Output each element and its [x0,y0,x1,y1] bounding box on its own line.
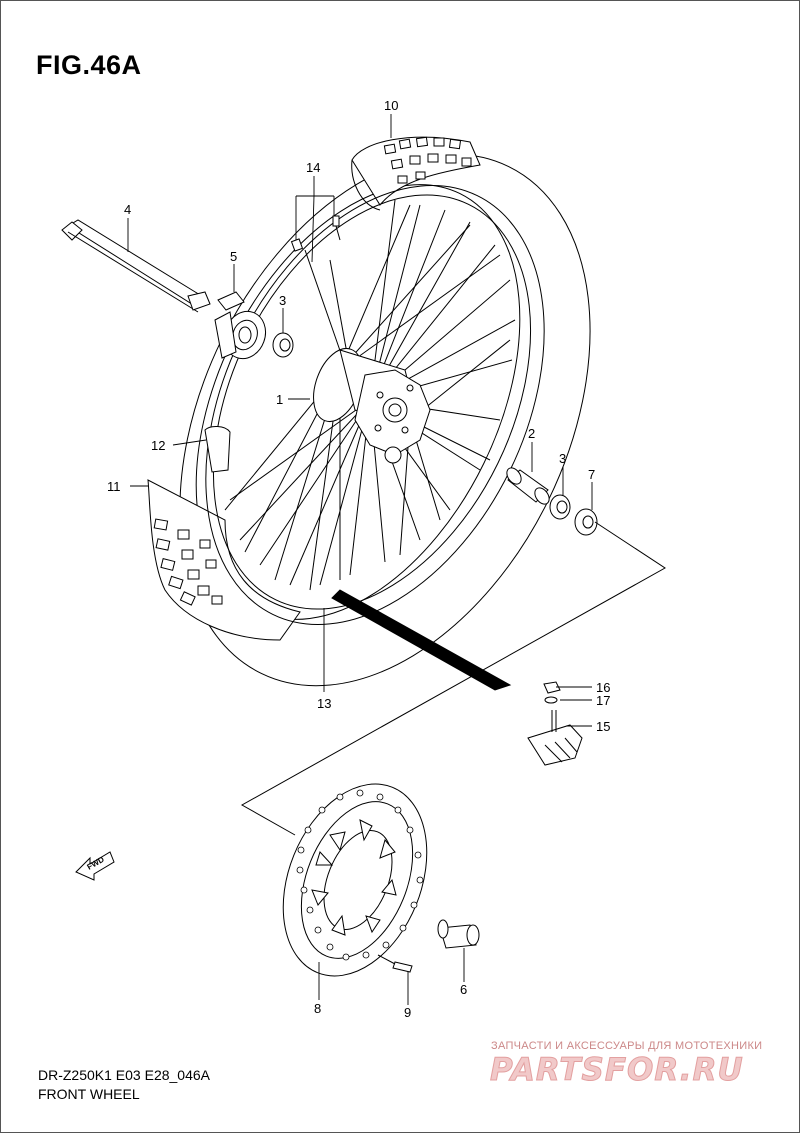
model-code: DR-Z250K1 E03 E28_046A [38,1067,210,1083]
callout-11: 11 [107,479,121,494]
callout-12: 12 [151,438,165,453]
callout-3-right: 3 [559,451,566,466]
rim-lock [527,710,583,766]
hub [313,348,431,464]
callout-17: 17 [596,693,610,708]
oil-seal [574,508,598,536]
callout-15: 15 [596,719,610,734]
axle [61,219,211,313]
brake-disc [282,783,428,977]
rim-band [204,426,231,473]
rim-lock-nut [543,681,561,694]
disc-bolt [377,954,413,973]
callout-2: 2 [528,426,535,441]
callout-8: 8 [314,1001,321,1016]
callout-16: 16 [596,680,610,695]
assembly-lines [240,521,666,836]
callout-5: 5 [230,249,237,264]
leader-lines [127,114,593,1005]
speedometer-gearbox [214,291,267,360]
axle-cap [437,919,480,949]
callout-3-left: 3 [279,293,286,308]
callout-1: 1 [276,392,283,407]
rim-lock-washer [544,696,558,704]
section-name: FRONT WHEEL [38,1086,140,1102]
callout-6: 6 [460,982,467,997]
callout-7: 7 [588,467,595,482]
spacer [506,467,550,505]
figure-title: FIG.46A [36,50,142,80]
valve [290,215,341,252]
callouts: 10 14 4 5 3 1 12 11 2 3 7 13 16 17 15 8 … [107,98,610,1020]
tire [147,136,591,687]
callout-10: 10 [384,98,398,113]
fwd-arrow [75,851,115,881]
watermark-logo: PARTSFOR.RU [490,1052,744,1089]
callout-13: 13 [317,696,331,711]
bearing-left [272,332,294,358]
bearing-right [549,494,571,520]
callout-4: 4 [124,202,131,217]
callout-14: 14 [306,160,320,175]
callout-9: 9 [404,1005,411,1020]
watermark-subtitle: ЗАПЧАСТИ И АКСЕССУАРЫ ДЛЯ МОТОТЕХНИКИ [491,1040,763,1052]
